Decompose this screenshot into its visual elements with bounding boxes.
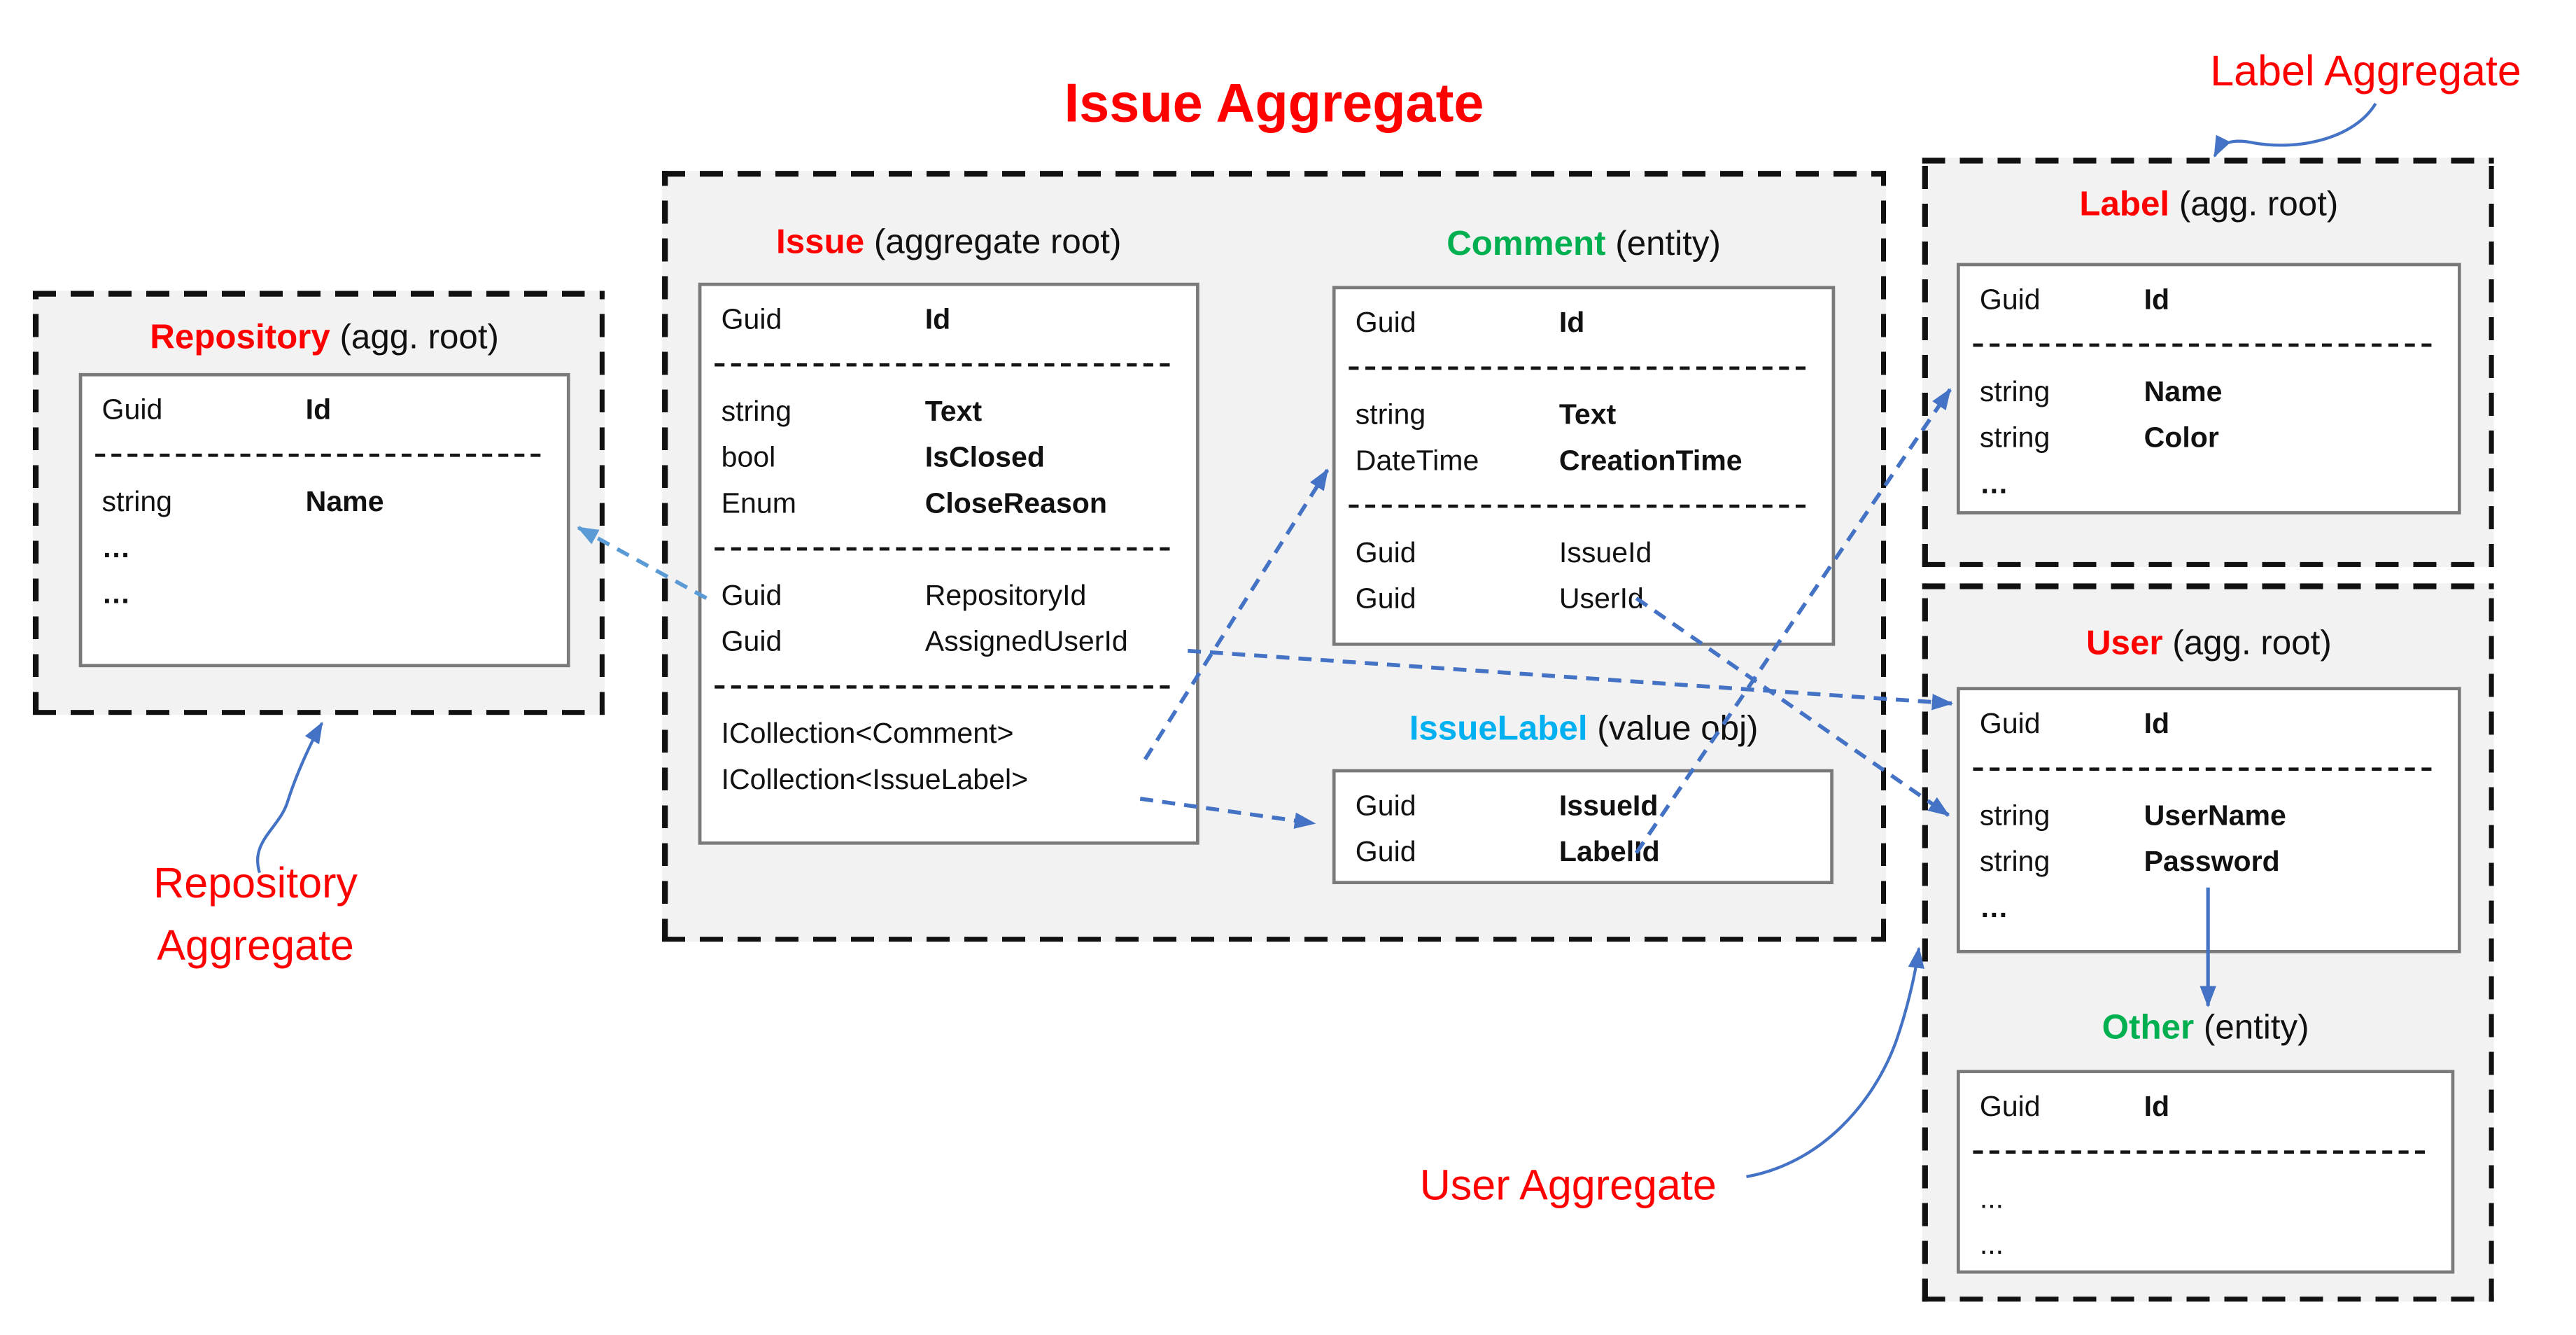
label-aggregate-annotation: Label Aggregate xyxy=(2210,46,2521,96)
user-aggregate-annotation: User Aggregate xyxy=(1419,1160,1717,1210)
field-row xyxy=(1336,345,1832,391)
field-row: ICollection<Comment> xyxy=(721,716,1014,750)
comment-entity-stereotype: (entity) xyxy=(1615,225,1721,263)
field-row: … xyxy=(1979,890,2008,924)
field-row xyxy=(701,526,1196,572)
label-entity-name: Label xyxy=(2079,186,2170,224)
field-row: … xyxy=(101,577,131,610)
field-row xyxy=(82,432,567,478)
label-entity-title: Label (agg. root) xyxy=(1957,186,2461,225)
field-row: ... xyxy=(1979,1227,2004,1261)
diagram-title: Issue Aggregate xyxy=(1064,72,1484,134)
other-entity-name: Other xyxy=(2102,1009,2195,1047)
field-row: ICollection<IssueLabel> xyxy=(721,762,1029,796)
field-row: … xyxy=(101,531,131,564)
comment-entity-title: Comment (entity) xyxy=(1332,225,1835,265)
issue-entity-name: Issue xyxy=(776,223,865,262)
other-entity-title: Other (entity) xyxy=(1957,1009,2454,1048)
issue-entity-stereotype: (aggregate root) xyxy=(873,223,1122,262)
arrow-user-aggregate-annotation xyxy=(1746,946,1924,1178)
issue-entity-title: Issue (aggregate root) xyxy=(698,223,1199,263)
user-entity-name: User xyxy=(2085,624,2163,663)
repository-aggregate-annotation-line2: Aggregate xyxy=(157,920,354,970)
field-row xyxy=(1336,483,1832,529)
repository-entity-title: Repository (agg. root) xyxy=(79,319,570,358)
label-entity-stereotype: (agg. root) xyxy=(2179,186,2339,224)
field-row: … xyxy=(1979,466,2008,500)
issuelabel-entity-stereotype: (value obj) xyxy=(1597,710,1759,748)
user-entity-title: User (agg. root) xyxy=(1957,624,2461,664)
repository-entity-stereotype: (agg. root) xyxy=(339,319,499,357)
arrow-repository-aggregate-annotation xyxy=(256,721,323,874)
repository-entity-name: Repository xyxy=(150,319,330,357)
repository-aggregate-annotation-line1: Repository xyxy=(153,858,358,907)
comment-entity-name: Comment xyxy=(1447,225,1606,263)
arrow-label-aggregate-annotation xyxy=(2213,102,2377,158)
issuelabel-entity-name: IssueLabel xyxy=(1409,710,1588,748)
field-row xyxy=(1960,746,2458,792)
field-row xyxy=(701,664,1196,710)
user-entity-stereotype: (agg. root) xyxy=(2172,624,2332,663)
issuelabel-entity-title: IssueLabel (value obj) xyxy=(1332,710,1835,749)
field-row: ... xyxy=(1979,1181,2004,1215)
field-row xyxy=(1960,322,2458,368)
repository-aggregate-annotation: Repository Aggregate xyxy=(95,851,416,976)
field-row xyxy=(701,342,1196,388)
field-row xyxy=(1960,1129,2451,1175)
other-entity-stereotype: (entity) xyxy=(2203,1009,2309,1047)
